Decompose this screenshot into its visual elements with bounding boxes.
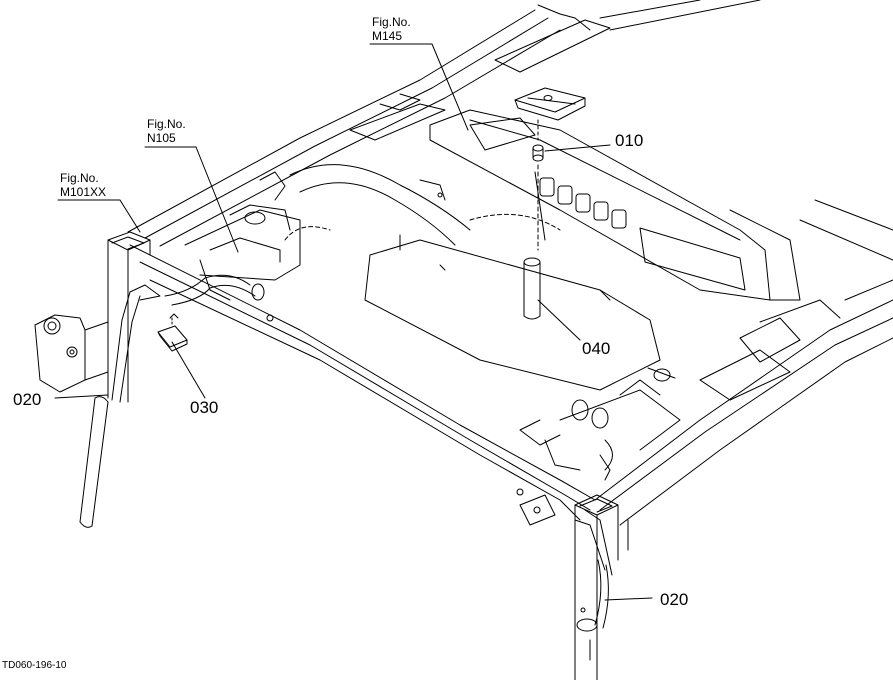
- callout-m145-line2: M145: [372, 29, 402, 43]
- callout-n105-line2: N105: [147, 131, 176, 145]
- left-corner-post: [34, 231, 151, 403]
- part-number-020-left: 020: [13, 390, 41, 409]
- frame-front-rail: [129, 244, 596, 526]
- leader-lines: [54, 43, 653, 601]
- m145-dash-panel: [429, 109, 893, 301]
- centre-seat-base: [284, 164, 661, 391]
- right-fitting-assembly: [519, 367, 681, 481]
- part-020-left-pipe: [79, 284, 161, 528]
- frame-right-rail: [594, 279, 893, 526]
- part-030-pad: [157, 313, 188, 352]
- drawing-code: TD060-196-10: [2, 660, 67, 671]
- frame-rear-rails: [127, 0, 761, 247]
- callout-m101xx-line2: M101XX: [60, 185, 106, 199]
- part-number-040: 040: [582, 339, 610, 358]
- part-number-030: 030: [190, 398, 218, 417]
- callout-n105-line1: Fig.No.: [147, 117, 186, 131]
- n105-hose-assembly: [164, 171, 301, 306]
- dash-gauge-openings: [539, 177, 627, 229]
- part-040-rod: [523, 164, 541, 320]
- part-number-020-right: 020: [660, 590, 688, 609]
- callout-m101xx-line1: Fig.No.: [60, 171, 99, 185]
- right-corner-post: [574, 494, 629, 680]
- part-number-010: 010: [615, 131, 643, 150]
- part-010-clip: [514, 87, 586, 162]
- callout-m145-line1: Fig.No.: [372, 15, 411, 29]
